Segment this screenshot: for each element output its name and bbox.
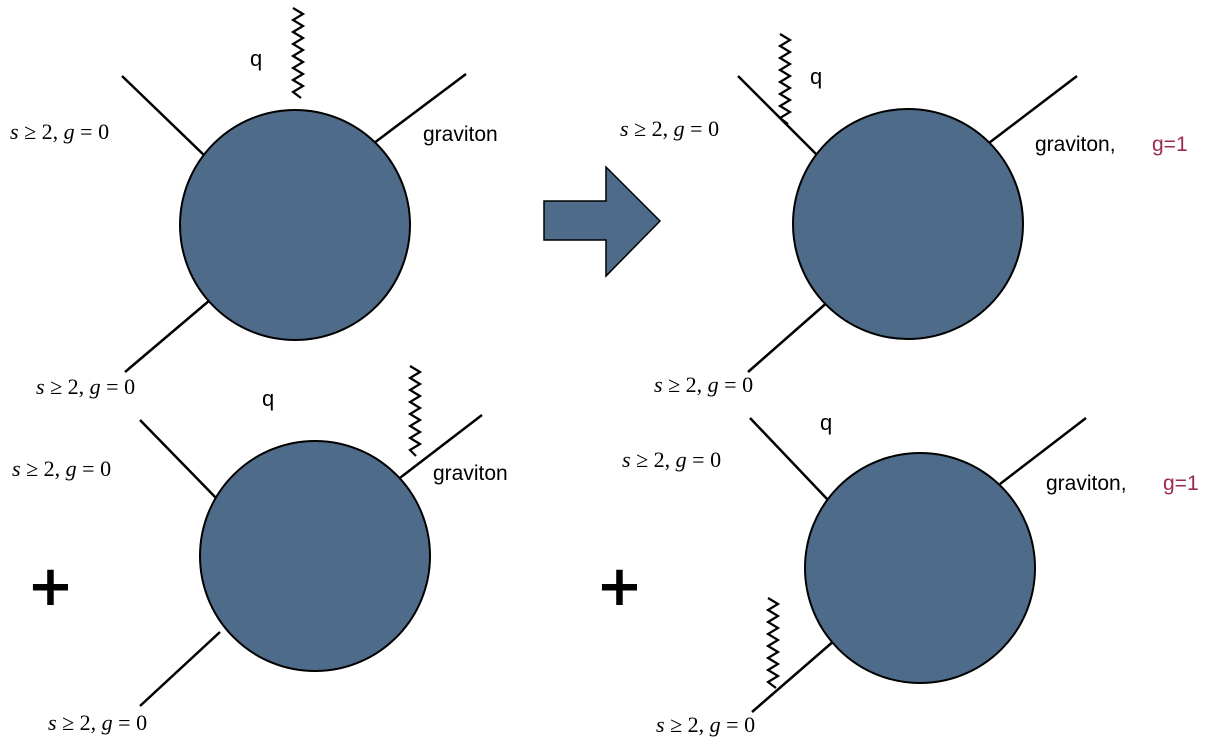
graviton-label: graviton, (1046, 472, 1127, 495)
spin-genus-label: s ≥ 2, g = 0 (620, 116, 719, 141)
momentum-label-q: q (250, 46, 262, 71)
diagram-bottom-right: q graviton, g=1 s ≥ 2, g = 0 s ≥ 2, g = … (596, 410, 1199, 737)
implies-arrow-icon (543, 165, 662, 278)
momentum-label-q: q (810, 64, 822, 89)
diagram-top-left: q graviton s ≥ 2, g = 0 s ≥ 2, g = 0 (10, 7, 498, 399)
external-leg-upper-left (139, 419, 219, 501)
external-leg-upper-left (121, 75, 208, 159)
diagram-bottom-left: q graviton s ≥ 2, g = 0 s ≥ 2, g = 0 + (12, 365, 508, 735)
external-leg-lower-left (751, 639, 836, 713)
wavy-photon-line (407, 365, 423, 457)
graviton-label: graviton (423, 123, 498, 146)
genus-one-label: g=1 (1152, 133, 1188, 156)
external-leg-lower-left (747, 299, 831, 373)
spin-genus-label: s ≥ 2, g = 0 (48, 710, 147, 735)
amplitude-blob (199, 440, 431, 672)
plus-sign: + (596, 554, 643, 619)
external-leg-graviton (369, 73, 467, 147)
genus-one-label: g=1 (1163, 472, 1199, 495)
wavy-photon-line (290, 7, 306, 99)
graviton-label: graviton, (1035, 133, 1116, 156)
spin-genus-label: s ≥ 2, g = 0 (10, 119, 109, 144)
plus-sign: + (27, 554, 74, 619)
amplitude-blob (792, 108, 1024, 340)
amplitude-blob (179, 109, 411, 341)
external-leg-lower-left (139, 631, 221, 707)
spin-genus-label: s ≥ 2, g = 0 (654, 372, 753, 397)
momentum-label-q: q (820, 410, 832, 435)
wavy-photon-line (765, 597, 781, 689)
wavy-photon-line (777, 33, 793, 125)
graviton-label: graviton (433, 462, 508, 485)
external-leg-lower-left (124, 299, 211, 373)
external-leg-upper-left (737, 75, 821, 159)
spin-genus-label: s ≥ 2, g = 0 (36, 374, 135, 399)
diagram-top-right: q graviton, g=1 s ≥ 2, g = 0 s ≥ 2, g = … (620, 33, 1188, 397)
spin-genus-label: s ≥ 2, g = 0 (656, 712, 755, 737)
momentum-label-q: q (262, 386, 274, 411)
amplitude-blob (804, 452, 1036, 684)
spin-genus-label: s ≥ 2, g = 0 (622, 447, 721, 472)
external-leg-graviton (391, 414, 483, 485)
external-leg-graviton (999, 417, 1087, 485)
external-leg-graviton (984, 75, 1078, 147)
spin-genus-label: s ≥ 2, g = 0 (12, 456, 111, 481)
external-leg-upper-left (749, 417, 829, 501)
